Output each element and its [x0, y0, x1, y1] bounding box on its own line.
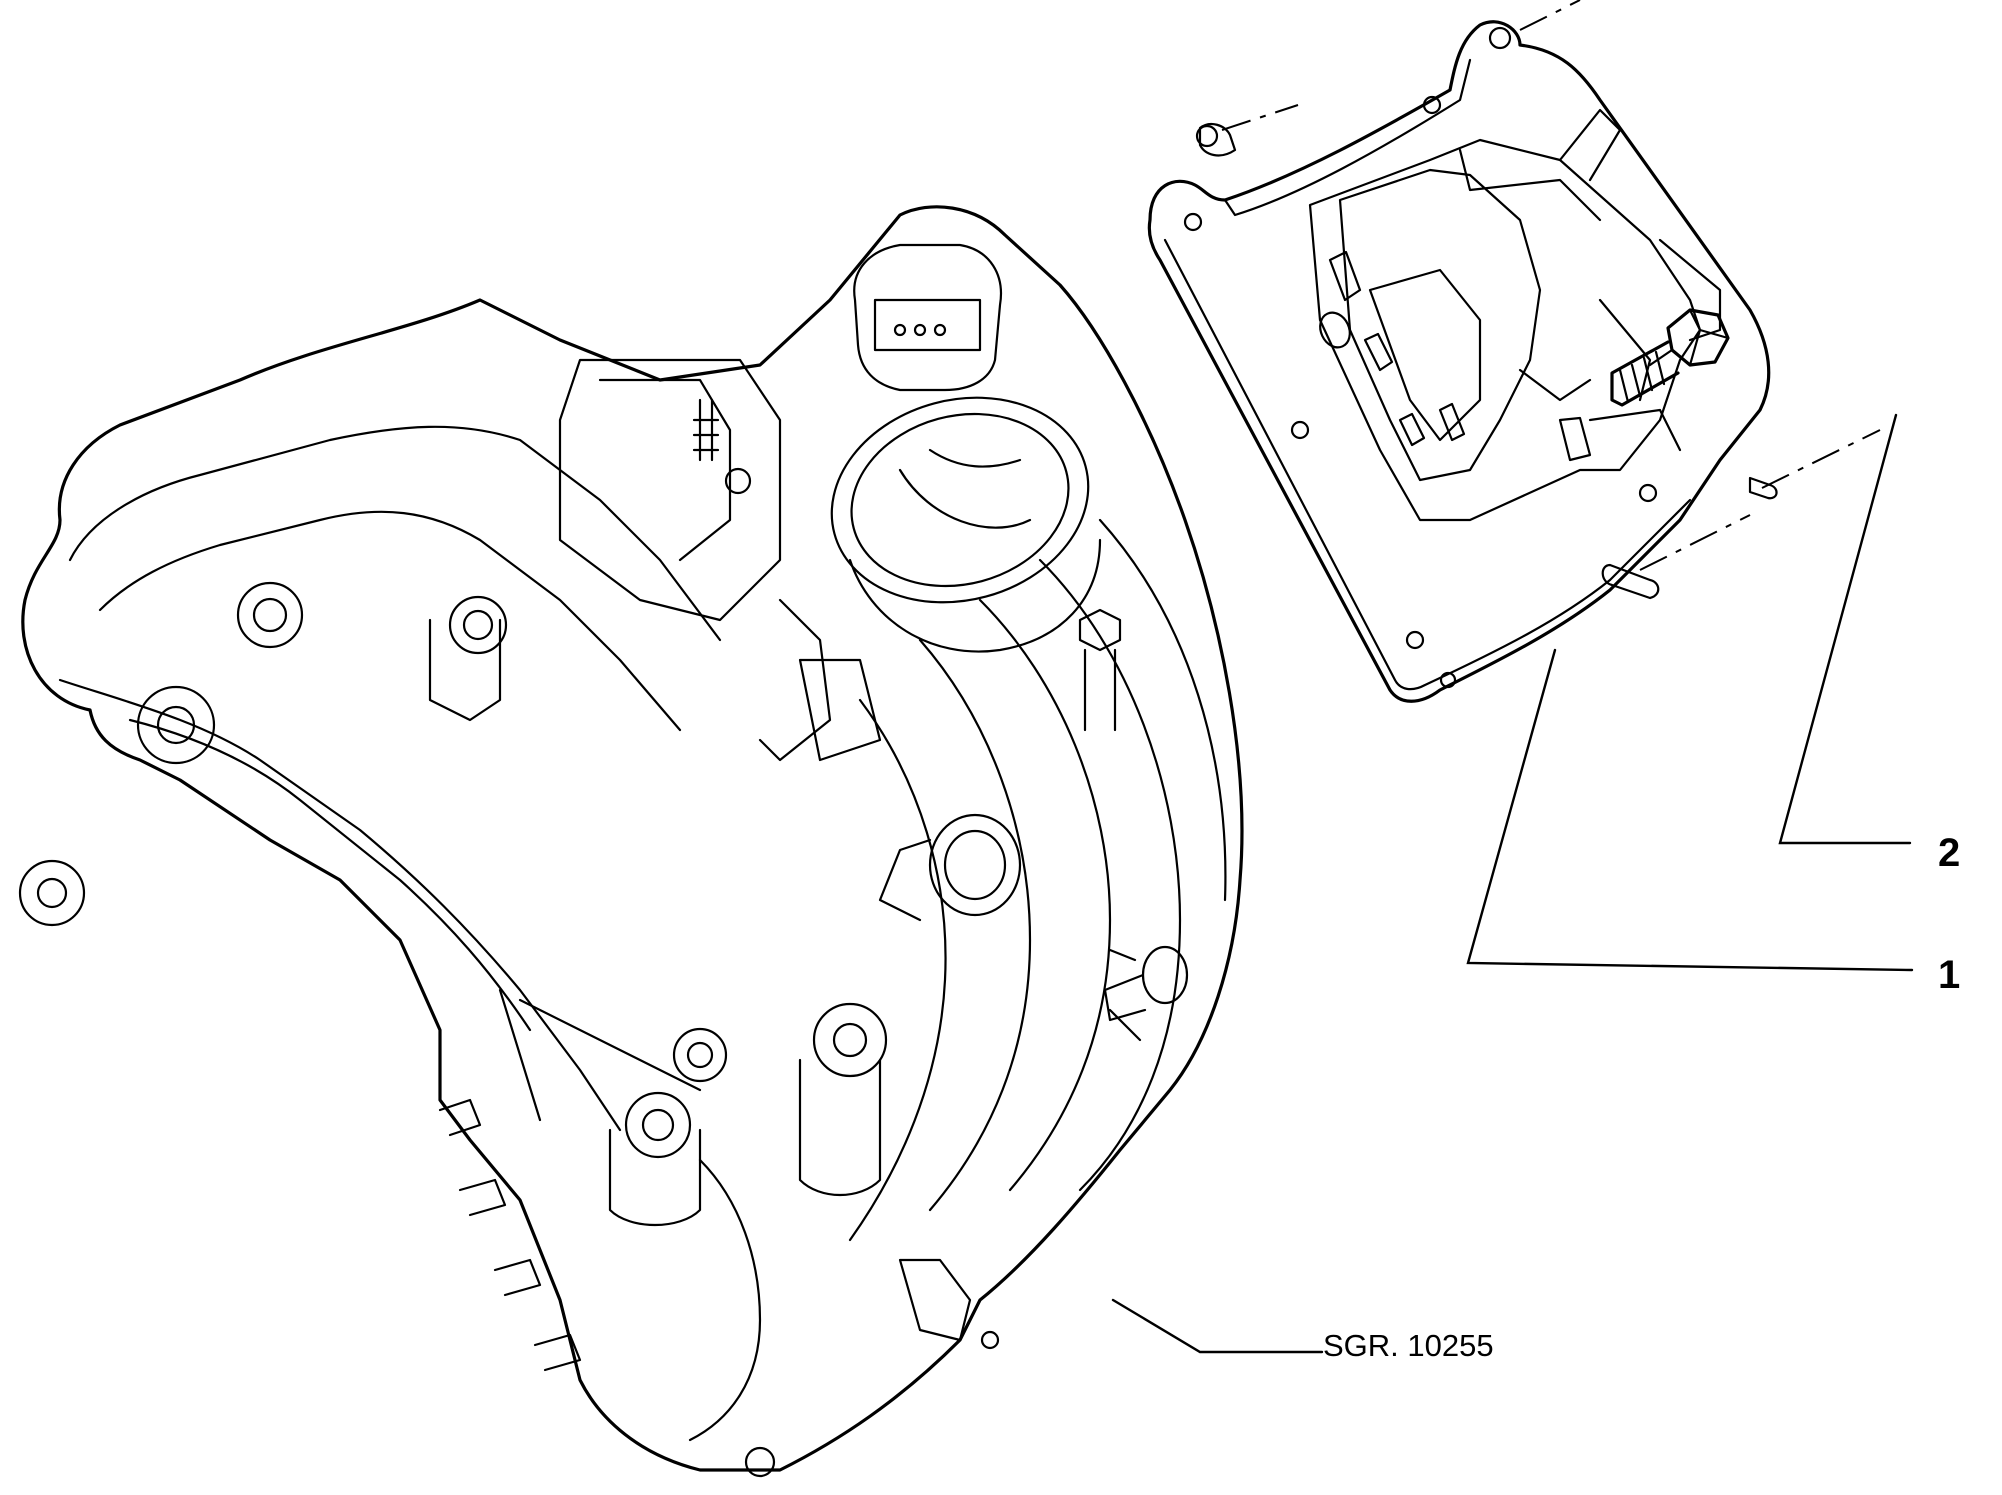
sensor-connector [853, 243, 1003, 392]
leader-sgr [1111, 1298, 1324, 1354]
ecu-inner-edge [1163, 238, 1692, 691]
alignment-line-top-right [1519, 0, 1581, 31]
runner-lower [58, 678, 622, 1132]
alignment-line-right [1761, 429, 1881, 489]
throttle-body [758, 396, 1102, 762]
throttle-bolt [1078, 608, 1122, 732]
intake-manifold [18, 205, 1244, 1478]
callout-1: 1 [1938, 953, 1960, 997]
runner-curve-4 [848, 698, 947, 1242]
lower-housing [688, 1158, 762, 1442]
diagonal-rib [498, 988, 702, 1122]
post-mid [798, 1058, 882, 1197]
mounting-bosses [18, 467, 1000, 1478]
runner-curve-5 [1098, 518, 1227, 902]
leader-2 [1778, 413, 1912, 845]
runner-curve-2 [1038, 558, 1182, 1192]
runner-curve-1 [978, 598, 1112, 1192]
runner-upper-inner [98, 510, 682, 732]
plenum-step [598, 378, 732, 562]
reference-label: SGR. 10255 [1323, 1328, 1494, 1363]
stud [692, 398, 720, 462]
plenum-top [558, 358, 782, 622]
post-low [608, 1128, 702, 1226]
ecu-control-unit [1147, 0, 1881, 703]
runner-lower-inner [128, 718, 532, 1032]
post-left [428, 618, 502, 722]
manifold-outline [21, 205, 1244, 1472]
flange-teeth [438, 1098, 582, 1372]
lower-housing-2 [898, 1258, 972, 1342]
runner-upper [68, 425, 722, 642]
alignment-line-bottom [1639, 514, 1751, 571]
leader-1 [1466, 648, 1914, 972]
bolt-part-2 [1610, 308, 1730, 407]
callout-2: 2 [1938, 831, 1960, 875]
ecu-connector [1308, 108, 1722, 522]
bolt-head [1666, 308, 1730, 367]
idle-valve [878, 813, 1022, 922]
alignment-line-top [1221, 104, 1299, 131]
runner-curve-3 [918, 638, 1032, 1212]
side-sensor [1103, 945, 1189, 1042]
leader-lines [1111, 413, 1914, 1354]
ecu-top-rim [1223, 58, 1472, 217]
